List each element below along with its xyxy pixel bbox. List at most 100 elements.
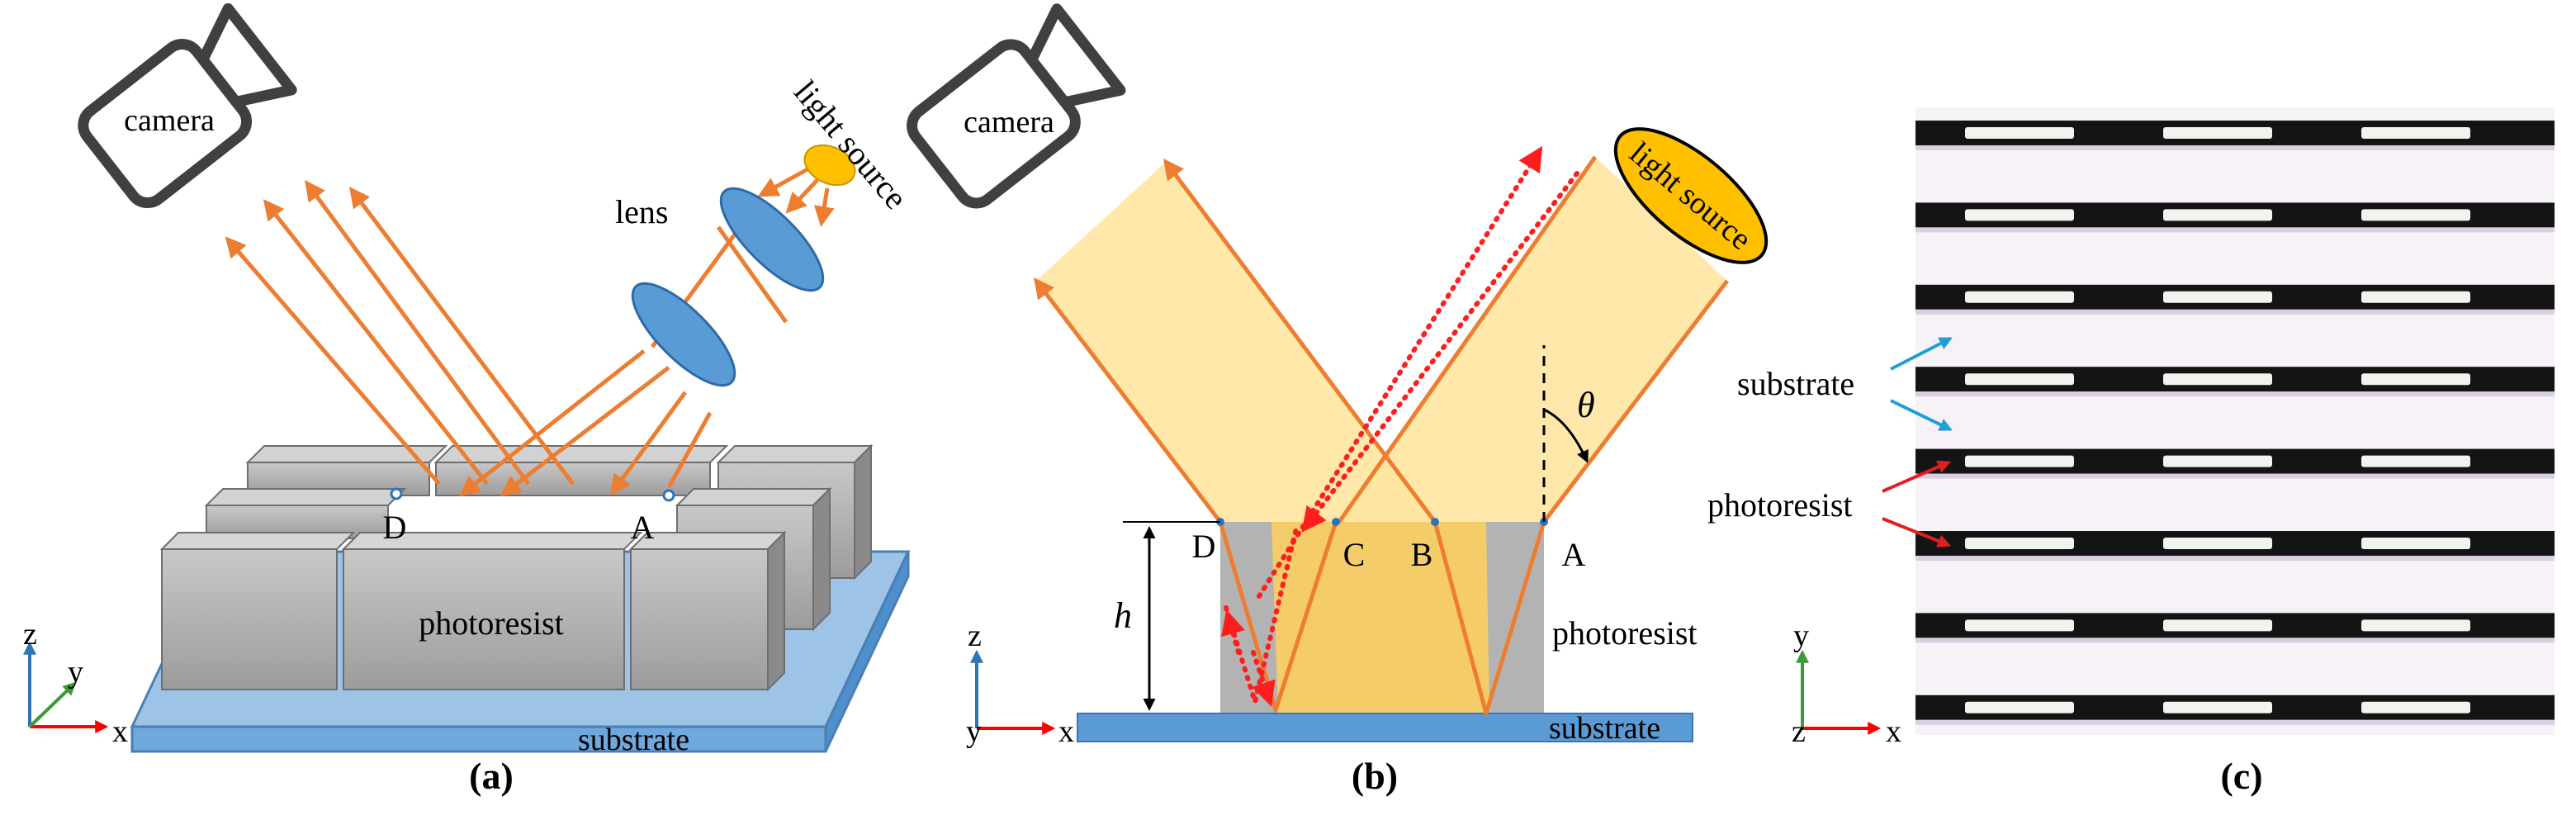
grating-window: [1965, 538, 2074, 549]
grating-window: [2163, 619, 2272, 632]
ray-incident-b: [1337, 155, 1598, 524]
grating-window: [1965, 455, 2074, 467]
point-d-label: D: [383, 509, 407, 546]
ray-in-4: [666, 411, 713, 489]
substrate-pointer-up: [1890, 337, 1953, 371]
axis-y-label-a: y: [68, 655, 83, 690]
grating-window: [1965, 619, 2074, 632]
dotted-rays-b: [1221, 145, 1579, 712]
panel-b: D C B A θ h photoresist substrate light …: [907, 3, 1769, 797]
camera-label-b: camera: [964, 105, 1054, 140]
ray-src-3: [813, 187, 835, 227]
grating-window: [1965, 127, 2074, 139]
axis-x-label-a: x: [112, 714, 128, 749]
grating-window: [2163, 373, 2272, 386]
ray-out-4: [348, 187, 575, 486]
point-d-marker: [390, 487, 403, 500]
panel-c: substrate photoresist y z x (c): [1707, 107, 2555, 797]
caption-b: (b): [1352, 755, 1398, 797]
ray-in-1: [459, 349, 646, 497]
light-source-b: [1613, 127, 1769, 264]
ray-in-3: [610, 391, 688, 496]
point-d-label-b: D: [1192, 528, 1216, 565]
caption-c: (c): [2220, 755, 2262, 797]
point-b-label-b: B: [1411, 536, 1433, 573]
grating-edge: [1915, 309, 2555, 315]
reflected-beam: [1036, 162, 1437, 522]
axis-z-label-c: z: [1792, 714, 1806, 749]
ray-out-2: [263, 199, 489, 486]
ray-inside-d: [1218, 521, 1338, 713]
rays-b: [1033, 155, 1729, 716]
grating-window: [2361, 455, 2470, 467]
photoresist-pointer-up: [1882, 460, 1951, 493]
grating-edge: [1915, 638, 2555, 643]
grating-window: [2163, 209, 2272, 221]
grating-window: [1965, 373, 2074, 386]
ray-reflect-left: [1033, 277, 1222, 524]
point-a-label: A: [631, 509, 655, 546]
camera-b: [907, 3, 1126, 209]
substrate-label-a: substrate: [578, 723, 689, 757]
camera-a: [78, 2, 297, 209]
grating-window: [2163, 538, 2272, 549]
grating-window: [2361, 373, 2470, 386]
grating-window: [1965, 209, 2074, 221]
ray-cross-2: [716, 225, 788, 324]
angle-label: θ: [1577, 385, 1595, 425]
lens-label: lens: [615, 193, 668, 230]
substrate-label-b: substrate: [1549, 711, 1660, 746]
beam-inside-resist: [1271, 522, 1489, 713]
grating-window: [2361, 209, 2470, 221]
axes-b: z y x: [966, 619, 1074, 749]
caption-a: (a): [469, 755, 514, 797]
substrate-label-c: substrate: [1737, 365, 1854, 402]
axis-y-label-c: y: [1793, 619, 1809, 653]
light-rays: [225, 167, 835, 497]
grating-window: [2163, 291, 2272, 303]
block-front-row: [159, 530, 787, 692]
point-a-label-b: A: [1562, 536, 1586, 573]
ray-src-1: [757, 167, 809, 197]
axis-z-label-b: z: [968, 619, 982, 653]
grating-edge: [1915, 227, 2555, 233]
grating-window: [2361, 127, 2470, 139]
grating-edge: [1915, 391, 2555, 397]
lens-upper: [719, 187, 825, 292]
axis-y-label-b: y: [966, 714, 982, 749]
substrate-bar-b: [1077, 713, 1693, 742]
photoresist-pointer-down: [1882, 517, 1951, 547]
photoresist-label-a: photoresist: [419, 604, 564, 642]
axis-z-label-a: z: [23, 617, 37, 652]
angle-arc: [1543, 408, 1589, 463]
axis-x-label-b: x: [1058, 714, 1074, 749]
height-label: h: [1114, 595, 1132, 636]
grating-window: [2163, 127, 2272, 139]
grating-window: [2163, 701, 2272, 713]
grating-window: [1965, 291, 2074, 303]
ray-src-2: [785, 178, 819, 214]
lens-lower: [631, 282, 736, 387]
substrate-pointer-down: [1890, 399, 1953, 431]
point-c-label-b: C: [1343, 536, 1366, 573]
grating-window: [2361, 291, 2470, 303]
grating-window: [2361, 538, 2470, 549]
axes-a: z y x: [23, 617, 128, 749]
point-a-marker: [662, 489, 675, 502]
axis-x-label-c: x: [1886, 714, 1901, 749]
panel-a: D A lens light source: [23, 2, 915, 797]
ray-incident-a: [1163, 158, 1729, 716]
grating-edge: [1915, 145, 2555, 150]
ray-in-2: [500, 366, 670, 497]
camera-label-a: camera: [124, 103, 215, 138]
grating-edge: [1915, 556, 2555, 561]
grating-window: [2361, 701, 2470, 713]
light-source-a: [803, 144, 856, 187]
photoresist-label-c: photoresist: [1707, 486, 1853, 524]
grating-window: [2361, 619, 2470, 632]
micrograph: [1915, 107, 2555, 735]
grating-window: [2163, 455, 2272, 467]
grating-window: [1965, 701, 2074, 713]
ray-out-3: [305, 179, 531, 486]
